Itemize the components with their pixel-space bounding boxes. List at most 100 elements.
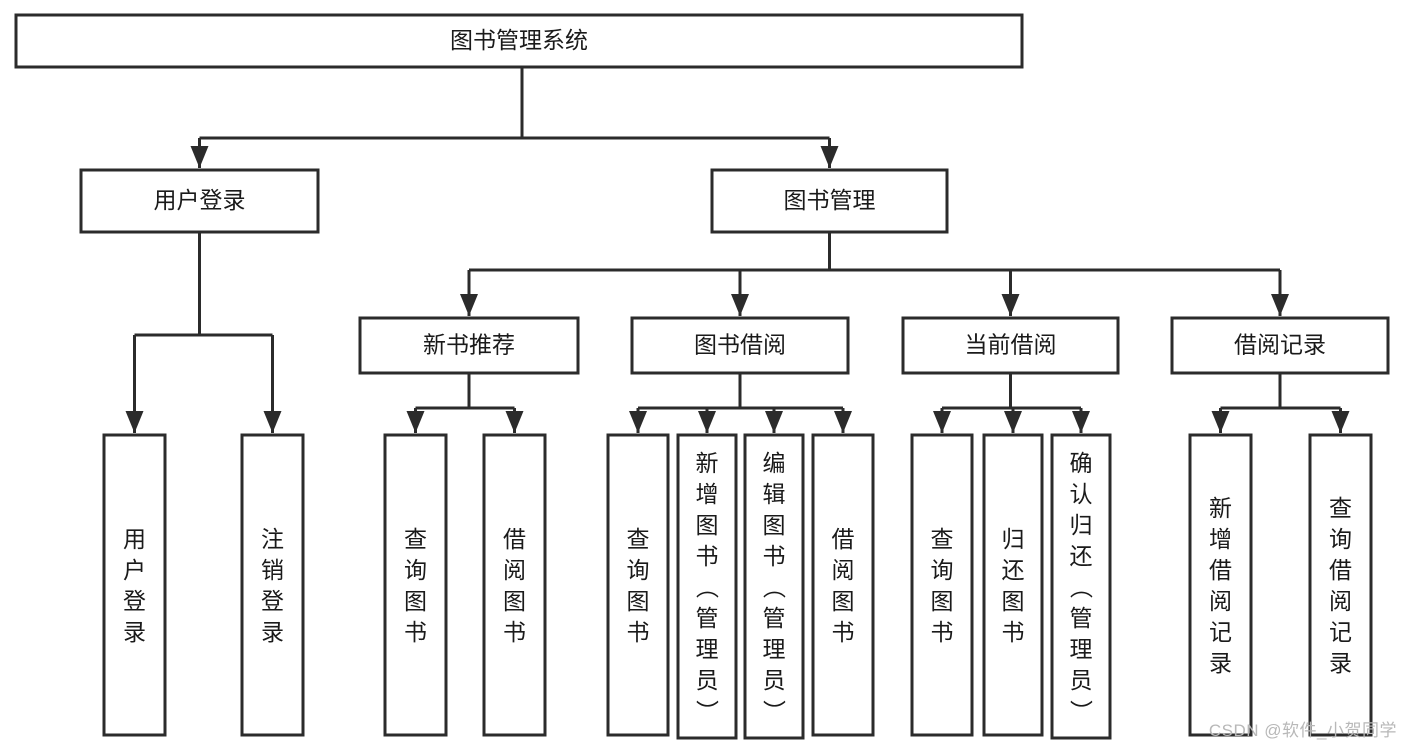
svg-text:登: 登: [261, 588, 284, 614]
svg-text:录: 录: [261, 619, 284, 645]
arrow-head-icon: [460, 294, 478, 316]
node-level2-box-0[interactable]: [79, 168, 320, 234]
svg-text:阅: 阅: [832, 557, 855, 583]
svg-text:图: 图: [627, 588, 650, 614]
node-level3-label-1: 图书借阅: [694, 332, 786, 358]
svg-text:书: 书: [1002, 619, 1025, 645]
arrow-head-icon: [1271, 294, 1289, 316]
node-level2-box-1[interactable]: [710, 168, 949, 234]
arrow-head-icon: [406, 411, 425, 433]
arrow-head-icon: [629, 411, 647, 433]
svg-text:图: 图: [832, 588, 855, 614]
svg-text:（: （: [1068, 576, 1094, 599]
svg-text:增: 增: [1209, 526, 1232, 552]
svg-text:编: 编: [763, 450, 786, 476]
svg-text:图: 图: [696, 512, 719, 538]
node-leaf-box-5[interactable]: [676, 433, 738, 740]
svg-text:查: 查: [404, 526, 427, 552]
node-leaf-box-8[interactable]: [910, 433, 974, 737]
svg-text:管: 管: [1070, 605, 1093, 631]
svg-text:管: 管: [696, 605, 719, 631]
arrow-head-icon: [834, 411, 852, 433]
svg-text:理: 理: [763, 636, 786, 662]
svg-text:）: ）: [1068, 700, 1094, 723]
node-level3-label-3: 借阅记录: [1234, 332, 1326, 358]
svg-text:登: 登: [123, 588, 146, 614]
svg-text:询: 询: [627, 557, 650, 583]
node-level3-label-2: 当前借阅: [965, 332, 1057, 358]
node-leaf-box-10[interactable]: [1050, 433, 1112, 740]
svg-text:录: 录: [1209, 650, 1232, 676]
arrow-head-icon: [1211, 411, 1230, 433]
svg-text:借: 借: [832, 526, 855, 552]
svg-text:增: 增: [696, 481, 719, 507]
node-leaf-box-1[interactable]: [240, 433, 305, 737]
svg-text:归: 归: [1002, 526, 1025, 552]
node-level2-label-0: 用户登录: [154, 187, 246, 213]
node-root-label: 图书管理系统: [450, 27, 588, 53]
node-leaf-label-0: 用户登录: [123, 526, 146, 645]
arrow-head-icon: [933, 411, 951, 433]
svg-text:记: 记: [1209, 619, 1232, 645]
svg-text:书: 书: [627, 619, 650, 645]
node-leaf-box-4[interactable]: [606, 433, 670, 737]
svg-text:借: 借: [503, 526, 526, 552]
node-level3-box-0[interactable]: [358, 316, 580, 375]
svg-text:书: 书: [832, 619, 855, 645]
svg-text:理: 理: [696, 636, 719, 662]
svg-text:录: 录: [1329, 650, 1352, 676]
svg-text:图: 图: [931, 588, 954, 614]
arrow-head-icon: [190, 146, 209, 168]
node-level3-box-2[interactable]: [901, 316, 1120, 375]
svg-text:查: 查: [931, 526, 954, 552]
node-leaf-box-0[interactable]: [102, 433, 167, 737]
svg-text:理: 理: [1070, 636, 1093, 662]
svg-text:图: 图: [1002, 588, 1025, 614]
arrow-head-icon: [125, 411, 144, 433]
node-leaf-box-6[interactable]: [743, 433, 805, 740]
svg-text:阅: 阅: [1329, 588, 1352, 614]
arrow-head-icon: [765, 411, 783, 433]
node-leaf-box-7[interactable]: [811, 433, 875, 737]
svg-text:借: 借: [1329, 557, 1352, 583]
node-level2-label-1: 图书管理: [784, 187, 876, 213]
svg-text:员: 员: [1070, 667, 1093, 693]
node-leaf-box-12[interactable]: [1308, 433, 1373, 737]
svg-text:查: 查: [1329, 495, 1352, 521]
svg-text:书: 书: [763, 543, 786, 569]
svg-text:图: 图: [503, 588, 526, 614]
node-root-box[interactable]: [14, 13, 1024, 69]
nodes-layer: 图书管理系统用户登录图书管理新书推荐图书借阅当前借阅借阅记录用户登录注销登录查询…: [14, 13, 1390, 740]
arrow-head-icon: [1072, 411, 1090, 433]
svg-text:）: ）: [761, 700, 787, 723]
node-leaf-box-3[interactable]: [482, 433, 547, 737]
node-leaf-box-9[interactable]: [982, 433, 1044, 737]
arrow-head-icon: [698, 411, 716, 433]
svg-text:记: 记: [1329, 619, 1352, 645]
svg-text:借: 借: [1209, 557, 1232, 583]
svg-text:询: 询: [404, 557, 427, 583]
node-level3-box-3[interactable]: [1170, 316, 1390, 375]
svg-text:查: 查: [627, 526, 650, 552]
node-leaf-box-2[interactable]: [383, 433, 448, 737]
svg-text:阅: 阅: [1209, 588, 1232, 614]
node-level3-box-1[interactable]: [630, 316, 850, 375]
arrow-head-icon: [820, 146, 839, 168]
node-leaf-box-11[interactable]: [1188, 433, 1253, 737]
svg-text:图: 图: [404, 588, 427, 614]
svg-text:图: 图: [763, 512, 786, 538]
arrow-head-icon: [505, 411, 524, 433]
arrow-head-icon: [1001, 294, 1020, 316]
connectors-layer: [125, 67, 1350, 433]
